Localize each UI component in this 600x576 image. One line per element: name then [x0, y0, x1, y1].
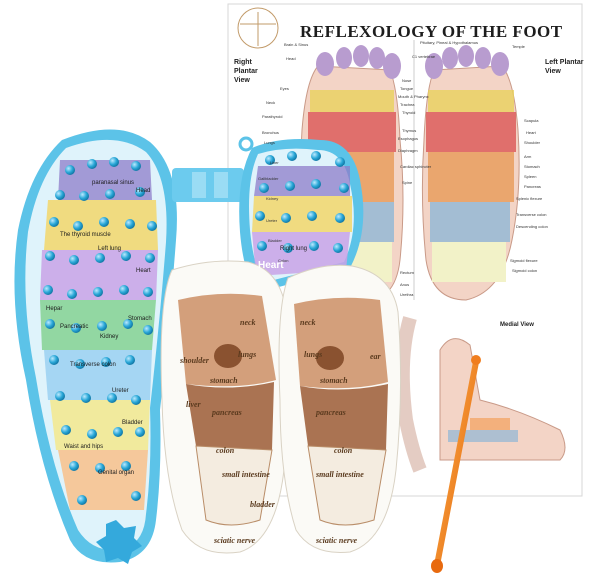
sock-label: neck — [300, 318, 316, 327]
right-plantar-view-label: Right Plantar View — [234, 59, 258, 84]
chart-side-strip — [395, 316, 427, 473]
plate-label: Genital organ — [98, 470, 135, 476]
chart-label: Colon — [278, 258, 289, 263]
sock-label: pancreas — [316, 408, 346, 417]
chart-label: Gallbladder — [258, 176, 279, 181]
sock-label: liver — [186, 400, 201, 409]
chart-label: Brain & Sinus — [284, 42, 309, 47]
chart-label: Splenic flexure — [516, 196, 543, 201]
chart-label: C1 vertebrae — [412, 54, 436, 59]
chart-label: Stomach — [524, 164, 540, 169]
plate-label: Pancreatic — [60, 324, 89, 330]
chart-label: Rectum — [400, 270, 414, 275]
plate-label: Head — [136, 188, 151, 194]
star-massager — [96, 520, 142, 564]
chart-label: Shoulder — [524, 140, 541, 145]
sock-label: colon — [216, 446, 235, 455]
chart-label: Bronchus — [262, 130, 279, 135]
hinge — [172, 168, 244, 202]
chart-label: Anus — [400, 282, 410, 287]
foot-massage-plate — [14, 129, 364, 564]
chart-label: Transverse colon — [516, 212, 547, 217]
sock-label: sciatic nerve — [214, 536, 256, 545]
sock-label: ear — [370, 352, 381, 361]
chart-label: Liver — [270, 160, 279, 165]
plate-label: Heart — [136, 268, 151, 274]
sock-label: stomach — [320, 376, 348, 385]
chart-label: Ureter — [266, 218, 278, 223]
chart-label: Cardiac sphincter — [400, 164, 432, 169]
massage-probe-tool — [431, 355, 481, 573]
sock-label: pancreas — [212, 408, 242, 417]
chart-label: Heart — [526, 130, 536, 135]
chart-label: Trachea — [400, 102, 415, 107]
plate-label: Kidney — [100, 334, 119, 340]
plate-label: Bladder — [122, 420, 143, 426]
plate-label: Ureter — [112, 388, 129, 394]
chart-label: Sigmoid flexure — [510, 258, 538, 263]
sock-label: small intestine — [316, 470, 364, 479]
chart-label: Kidney — [266, 196, 279, 201]
plate-label: Transverse colon — [70, 362, 116, 368]
chart-title: REFLEXOLOGY OF THE FOOT — [300, 22, 563, 41]
chart-label: Pituitary, Pineal & Hypothalamus — [420, 40, 478, 45]
sock-label: small intestine — [222, 470, 270, 479]
chart-label: Nose — [402, 78, 412, 83]
chart-left-foot — [421, 45, 520, 301]
sock-label: lungs — [238, 350, 257, 359]
chart-label: Arm — [524, 154, 532, 159]
plate-label: Stomach — [128, 316, 152, 322]
chart-label: Esophagus — [398, 136, 419, 141]
massage-pins — [43, 151, 349, 505]
sock-label: neck — [240, 318, 256, 327]
chart-label: Bladder — [268, 238, 282, 243]
chart-label: Tongue — [400, 86, 414, 91]
plate-label: Right lung — [280, 246, 308, 252]
sock-label: bladder — [250, 500, 275, 509]
chart-label: Sigmoid colon — [512, 268, 538, 273]
chart-label: Parathyroid — [262, 114, 283, 119]
plate-label: paranasal sinus — [92, 180, 135, 186]
sock-label: shoulder — [180, 356, 209, 365]
chart-label: Neck — [266, 100, 276, 105]
reflexology-socks — [160, 260, 402, 554]
sock-label: stomach — [210, 376, 238, 385]
chart-medial-view — [439, 338, 566, 461]
chart-label: Spine — [402, 180, 413, 185]
chart-label: Thyroid — [402, 110, 416, 115]
chart-label: Head — [286, 56, 296, 61]
vitruvian-logo-icon — [237, 7, 279, 49]
chart-label: Mouth & Pharynx — [398, 94, 429, 99]
chart-label: Spleen — [524, 174, 537, 179]
chart-label: Descending colon — [516, 224, 548, 229]
chart-label: Scapula — [524, 118, 539, 123]
plate-label: Waist and hips — [64, 444, 104, 450]
sock-label: lungs — [304, 350, 323, 359]
medial-view-label: Medial View — [500, 322, 534, 328]
sock-label: sciatic nerve — [316, 536, 358, 545]
plate-heart-label: Heart — [258, 260, 284, 271]
chart-label: Lungs — [264, 140, 275, 145]
plate-label: Hepar — [46, 306, 63, 312]
sock-label: colon — [334, 446, 353, 455]
chart-label: Diaphragm — [398, 148, 418, 153]
chart-label: Thymus — [402, 128, 417, 133]
left-plantar-view-label: Left Plantar View — [545, 59, 584, 75]
chart-label: Temple — [512, 44, 525, 49]
plate-label: Left lung — [98, 246, 122, 252]
chart-label: Pancreas — [524, 184, 541, 189]
plate-label: The thyroid muscle — [60, 232, 111, 238]
chart-label: Urethra — [400, 292, 414, 297]
chart-label: Eyes — [280, 86, 289, 91]
